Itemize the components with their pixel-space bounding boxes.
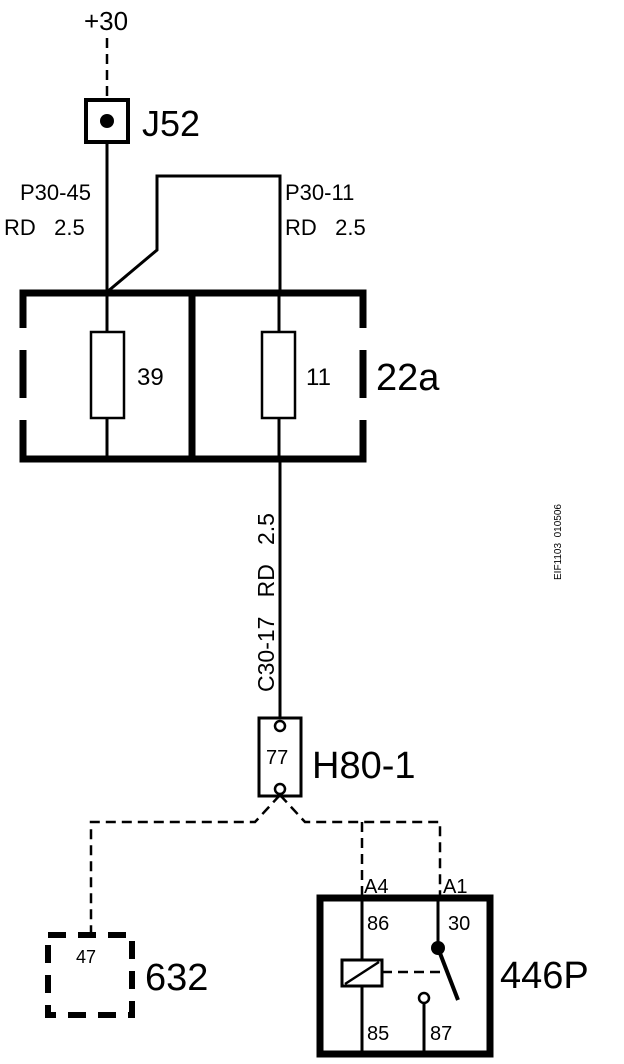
wire-left-code: P30-45 bbox=[20, 180, 91, 205]
wire-right-spec: RD 2.5 bbox=[285, 215, 366, 240]
connector-pin-bottom bbox=[273, 782, 287, 796]
wire-down-label: C30-17 RD 2.5 bbox=[253, 513, 279, 692]
j52-label: J52 bbox=[142, 103, 200, 144]
fusebox-left-gap-bottom bbox=[17, 398, 30, 420]
fuse-11-number: 11 bbox=[306, 364, 331, 391]
relay-446p-label: 446P bbox=[500, 955, 589, 997]
fusebox-right-gap-bottom bbox=[356, 398, 369, 420]
connector-pin-top bbox=[273, 719, 287, 733]
relay-pin-30-label: 30 bbox=[448, 913, 470, 935]
relay-pin-87-label: 87 bbox=[430, 1023, 452, 1045]
fusebox-label: 22a bbox=[376, 357, 440, 399]
component-632-pin: 47 bbox=[76, 947, 96, 967]
relay-switch-blade bbox=[436, 947, 460, 1001]
wire-p30-11 bbox=[106, 174, 282, 294]
connector-pin-number: 77 bbox=[266, 747, 288, 769]
relay-pin-a1-label: A1 bbox=[443, 876, 467, 898]
dashed-wire-to-632 bbox=[89, 794, 281, 935]
connector-label: H80-1 bbox=[312, 745, 416, 787]
fusebox-right-gap-top bbox=[356, 328, 369, 350]
figure-code: EIF1103 010506 bbox=[553, 504, 564, 580]
relay-coil-diagonal bbox=[344, 960, 380, 986]
fuse-11 bbox=[260, 330, 297, 420]
dashed-wire-to-446p-a1 bbox=[279, 794, 442, 897]
relay-pin-85-label: 85 bbox=[367, 1023, 389, 1045]
component-632-label: 632 bbox=[145, 957, 208, 999]
fuse-39-number: 39 bbox=[137, 364, 164, 391]
supply-label: +30 bbox=[84, 6, 128, 36]
j52-terminal-dot bbox=[100, 114, 114, 128]
component-632-box bbox=[45, 932, 135, 1018]
relay-446p-box bbox=[316, 894, 494, 1058]
wire-right-code: P30-11 bbox=[285, 180, 354, 205]
relay-pin-86-label: 86 bbox=[367, 913, 389, 935]
fuse-39 bbox=[89, 330, 126, 420]
fusebox-left-gap-top bbox=[17, 328, 30, 350]
relay-pin-a4-label: A4 bbox=[364, 876, 388, 898]
wire-left-spec: RD 2.5 bbox=[4, 215, 85, 240]
relay-contact-87 bbox=[417, 991, 431, 1005]
